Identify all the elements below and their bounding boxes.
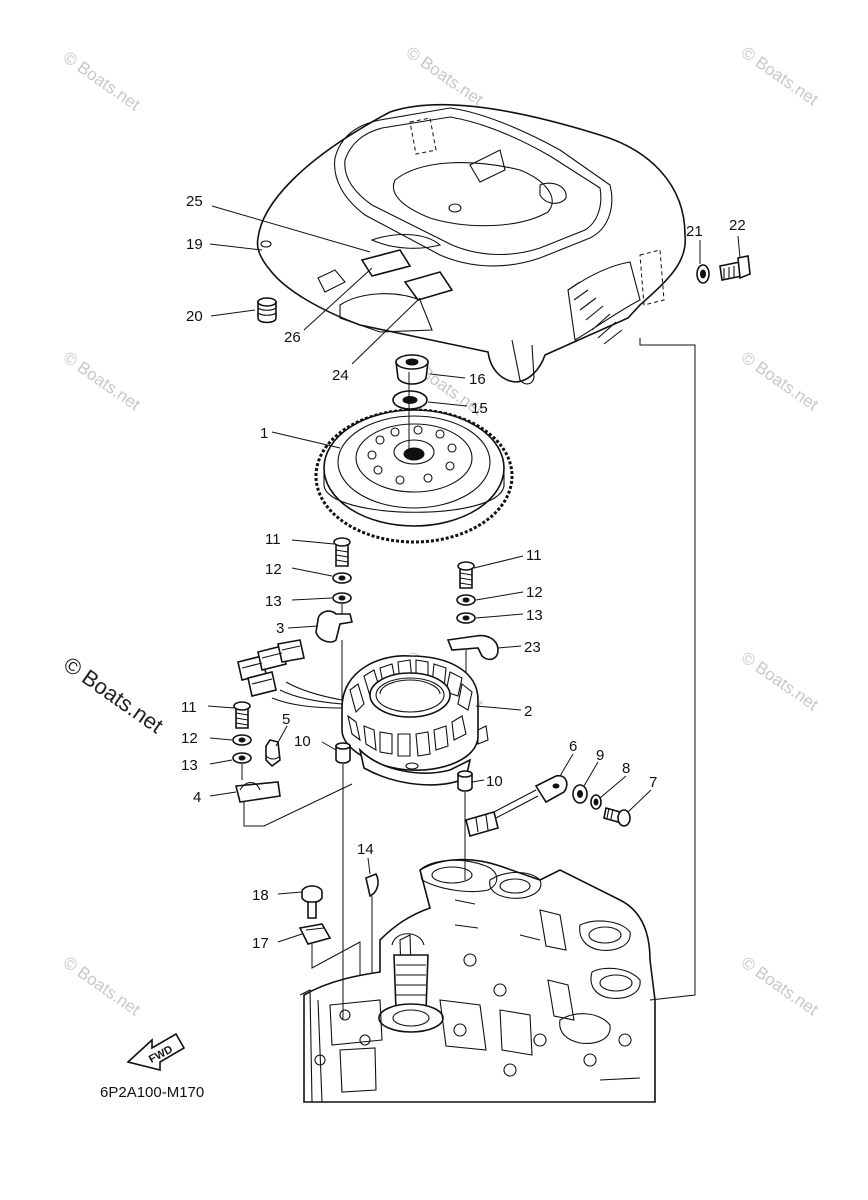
callout-4: 4 <box>193 789 201 806</box>
watermark: © Boats.net <box>60 953 144 1020</box>
screw-part-7 <box>603 806 631 827</box>
callout-25: 25 <box>186 193 203 210</box>
flywheel-part-1 <box>314 408 514 544</box>
callout-13: 13 <box>265 593 282 610</box>
callout-6: 6 <box>569 738 577 755</box>
callout-13: 13 <box>181 757 198 774</box>
bolt-stack-left <box>315 537 353 705</box>
callout-23: 23 <box>524 639 541 656</box>
assembly-lines <box>342 338 696 1020</box>
clamp-part-5 <box>265 739 281 768</box>
watermark: © Boats.net <box>60 348 144 415</box>
bolt-stack-lower-left <box>232 701 252 780</box>
watermark: © Boats.net <box>738 953 822 1020</box>
callout-24: 24 <box>332 367 349 384</box>
watermark-large: © Boats.net <box>59 652 168 739</box>
callout-17: 17 <box>252 935 269 952</box>
callout-1: 1 <box>260 425 268 442</box>
callout-14: 14 <box>357 841 374 858</box>
callout-20: 20 <box>186 308 203 325</box>
callout-11: 11 <box>265 531 281 548</box>
callout-7: 7 <box>649 774 657 791</box>
watermark: © Boats.net <box>403 43 487 110</box>
watermark: © Boats.net <box>738 43 822 110</box>
callout-26: 26 <box>284 329 301 346</box>
callout-3: 3 <box>276 620 284 637</box>
diagram-code: 6P2A100-M170 <box>100 1084 204 1101</box>
leader-lines <box>207 205 741 943</box>
stator-part-2 <box>341 655 489 786</box>
callout-5: 5 <box>282 711 290 728</box>
callout-2: 2 <box>524 703 532 720</box>
callout-10: 10 <box>486 773 503 790</box>
callout-16: 16 <box>469 371 486 388</box>
callout-10: 10 <box>294 733 311 750</box>
callout-9: 9 <box>596 747 604 764</box>
collar-part-10-left <box>335 742 351 764</box>
collar-and-bolt-21-22 <box>696 255 751 284</box>
callout-12: 12 <box>181 730 198 747</box>
watermark: © Boats.net <box>60 48 144 115</box>
watermark: © Boats.net <box>738 648 822 715</box>
fwd-arrow-icon: FWD <box>126 1032 186 1072</box>
washer-part-15 <box>392 390 428 410</box>
nut-part-16 <box>395 354 429 385</box>
callout-13: 13 <box>526 607 543 624</box>
bolt-part-18 <box>301 885 323 919</box>
pulser-coil-part-6 <box>465 774 568 837</box>
callout-21: 21 <box>686 223 703 240</box>
wire-harness <box>237 639 343 709</box>
callout-11: 11 <box>526 547 542 564</box>
washer-part-9 <box>572 784 588 804</box>
callout-19: 19 <box>186 236 203 253</box>
bolt-stack-right <box>446 561 499 700</box>
watermark: © Boats.net <box>738 348 822 415</box>
bracket-part-4 <box>234 781 353 827</box>
callout-11: 11 <box>181 699 197 716</box>
lockwasher-part-8 <box>590 794 602 810</box>
grommet-part-20 <box>257 297 277 324</box>
engine-block <box>299 858 656 1103</box>
collar-part-10-right <box>457 770 473 792</box>
callout-labels: 25 19 20 26 24 21 22 16 15 1 11 12 13 3 … <box>181 193 746 952</box>
callout-18: 18 <box>252 887 269 904</box>
bracket-part-17 <box>298 923 361 1000</box>
callout-22: 22 <box>729 217 746 234</box>
callout-12: 12 <box>265 561 282 578</box>
callout-12: 12 <box>526 584 543 601</box>
callout-15: 15 <box>471 400 488 417</box>
callout-8: 8 <box>622 760 630 777</box>
flywheel-cover <box>256 104 687 385</box>
